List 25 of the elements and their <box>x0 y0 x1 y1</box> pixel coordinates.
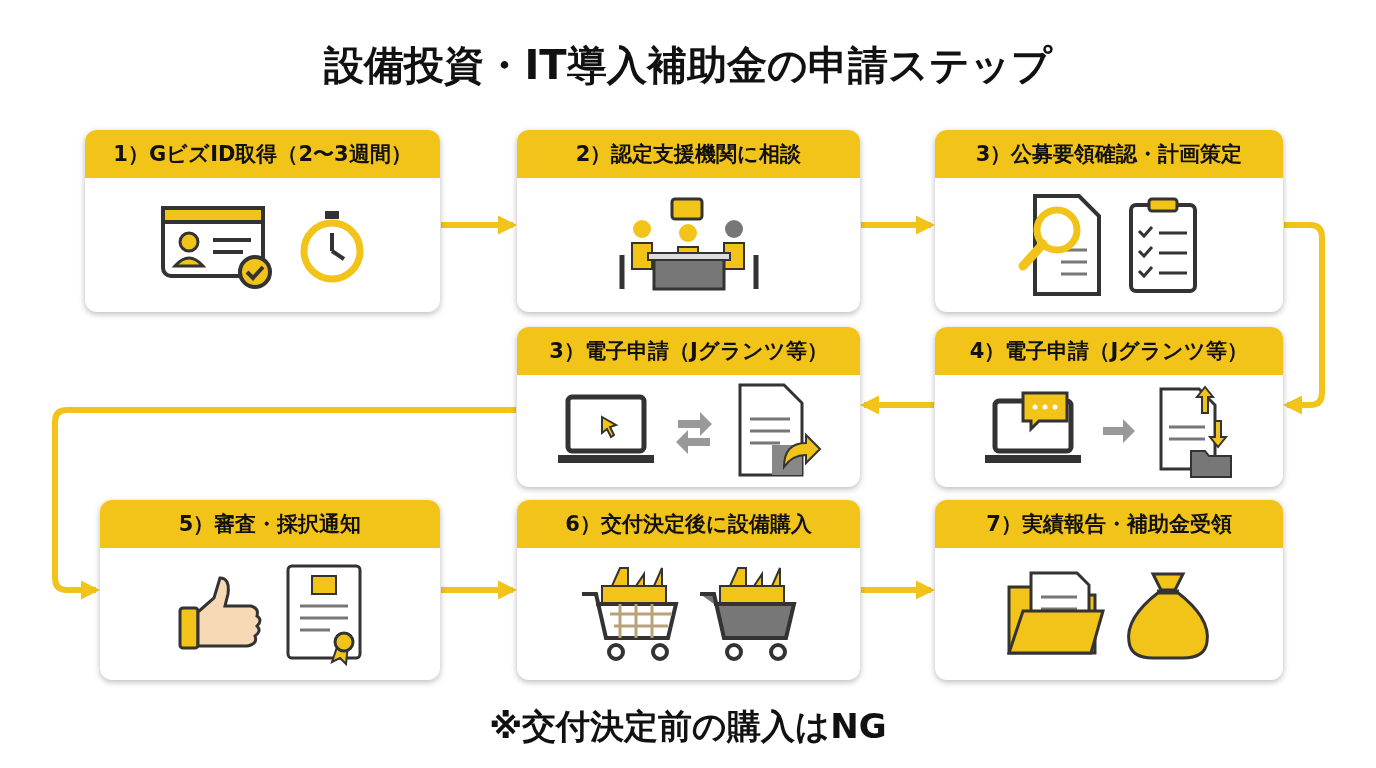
step-heading: 3）電子申請（Jグランツ等） <box>549 338 828 365</box>
step-card <box>517 130 860 312</box>
step-card <box>935 130 1283 312</box>
arrow <box>861 580 935 600</box>
step-heading: 5）審査・採択通知 <box>178 511 362 538</box>
arrow <box>1283 222 1325 415</box>
step-heading: 2）認定支援機関に相談 <box>575 141 802 168</box>
arrow <box>441 580 517 600</box>
step-heading: 1）GビズID取得（2〜3週間） <box>113 141 412 168</box>
step-card <box>517 327 860 487</box>
step-card <box>935 500 1283 680</box>
caption: ※交付決定前の購入はNG <box>488 705 888 748</box>
step-card <box>935 327 1283 487</box>
step-card <box>85 130 440 312</box>
arrow <box>441 215 517 235</box>
arrow <box>861 215 935 235</box>
step-heading: 7）実績報告・補助金受領 <box>986 511 1232 538</box>
step-heading: 4）電子申請（Jグランツ等） <box>969 338 1249 365</box>
title: 設備投資・IT導入補助金の申請ステップ <box>323 41 1054 90</box>
arrow <box>52 407 516 600</box>
step-heading: 3）公募要領確認・計画策定 <box>975 141 1243 168</box>
step-card <box>517 500 860 680</box>
step-heading: 6）交付決定後に設備購入 <box>565 511 812 538</box>
step-card <box>100 500 440 680</box>
arrow <box>860 395 934 415</box>
